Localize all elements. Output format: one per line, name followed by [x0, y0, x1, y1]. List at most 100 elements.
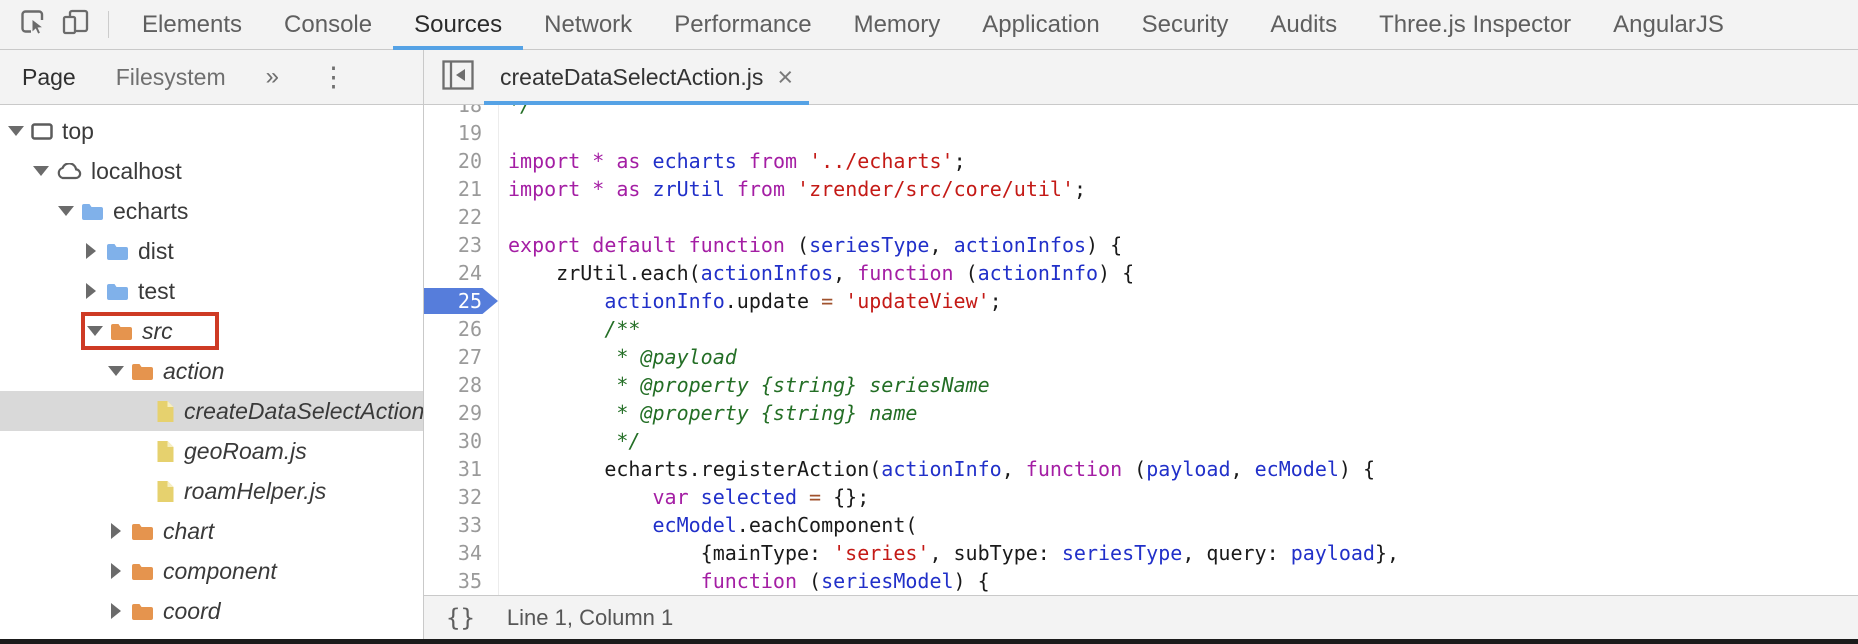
- line-number[interactable]: 29: [457, 401, 482, 425]
- tree-item-label: component: [163, 557, 277, 584]
- line-number[interactable]: 22: [457, 205, 482, 229]
- code-line-27: 27 * @payload: [424, 343, 1858, 371]
- tab-angularjs[interactable]: AngularJS: [1613, 10, 1724, 38]
- line-number[interactable]: 21: [457, 177, 482, 201]
- expander-open-icon[interactable]: [8, 126, 24, 136]
- line-number[interactable]: 31: [457, 457, 482, 481]
- tab-elements[interactable]: Elements: [142, 10, 243, 38]
- expander-closed-icon[interactable]: [111, 563, 121, 579]
- tab-three-js-inspector[interactable]: Three.js Inspector: [1379, 10, 1572, 38]
- tree-item-localhost[interactable]: localhost: [0, 151, 423, 191]
- tree-item-label: dist: [138, 237, 174, 264]
- frame-icon: [31, 122, 53, 140]
- code-text[interactable]: import * as zrUtil from 'zrender/src/cor…: [498, 175, 1858, 203]
- code-text[interactable]: */: [498, 427, 1858, 455]
- editor-tabstrip: createDataSelectAction.js ×: [424, 50, 1858, 105]
- close-tab-icon[interactable]: ×: [777, 61, 794, 92]
- code-text[interactable]: [498, 119, 1858, 147]
- code-text[interactable]: * @property {string} seriesName: [498, 371, 1858, 399]
- code-text[interactable]: function (seriesModel) {: [498, 567, 1858, 595]
- code-text[interactable]: zrUtil.each(actionInfos, function (actio…: [498, 259, 1858, 287]
- code-editor[interactable]: 18 */ 19 20 import * as echarts from '../ech…: [424, 105, 1858, 595]
- line-number[interactable]: 28: [457, 373, 482, 397]
- tree-item-component[interactable]: component: [0, 551, 423, 591]
- editor-tab-createdataselectaction[interactable]: createDataSelectAction.js ×: [484, 50, 810, 105]
- line-number[interactable]: 32: [457, 485, 482, 509]
- tree-item-label: localhost: [91, 157, 182, 184]
- line-number[interactable]: 18: [457, 105, 482, 117]
- editor-statusbar: {} Line 1, Column 1: [424, 595, 1858, 639]
- line-number[interactable]: 19: [457, 121, 482, 145]
- tab-network[interactable]: Network: [544, 10, 633, 38]
- code-text[interactable]: export default function (seriesType, act…: [498, 231, 1858, 259]
- tree-item-dist[interactable]: dist: [0, 231, 423, 271]
- code-line-18: 18 */: [424, 105, 1858, 119]
- folder-icon: [110, 322, 133, 341]
- tree-item-label: geoRoam.js: [184, 437, 307, 464]
- code-lines: 18 */ 19 20 import * as echarts from '../ech…: [424, 105, 1858, 595]
- tree-item-action[interactable]: action: [0, 351, 423, 391]
- expander-open-icon[interactable]: [58, 206, 74, 216]
- code-text[interactable]: actionInfo.update = 'updateView';: [498, 287, 1858, 315]
- code-text[interactable]: {mainType: 'series', subType: seriesType…: [498, 539, 1858, 567]
- line-number[interactable]: 33: [457, 513, 482, 537]
- tab-application[interactable]: Application: [982, 10, 1100, 38]
- tree-item-top[interactable]: top: [0, 111, 423, 151]
- tree-item-src[interactable]: src: [0, 311, 423, 351]
- expander-closed-icon[interactable]: [86, 243, 96, 259]
- tab-page[interactable]: Page: [22, 63, 76, 90]
- navigator-menu-icon[interactable]: ⋮: [320, 61, 347, 92]
- tab-console[interactable]: Console: [284, 10, 373, 38]
- tree-item-label: action: [163, 357, 225, 384]
- line-number[interactable]: 24: [457, 261, 482, 285]
- code-text[interactable]: echarts.registerAction(actionInfo, funct…: [498, 455, 1858, 483]
- code-text[interactable]: ecModel.eachComponent(: [498, 511, 1858, 539]
- line-number[interactable]: 20: [457, 149, 482, 173]
- tab-security[interactable]: Security: [1141, 10, 1229, 38]
- code-text[interactable]: [498, 203, 1858, 231]
- code-line-30: 30 */: [424, 427, 1858, 455]
- expander-closed-icon[interactable]: [111, 523, 121, 539]
- pretty-print-button[interactable]: {}: [446, 603, 475, 632]
- tree-item-coord[interactable]: coord: [0, 591, 423, 631]
- expander-closed-icon[interactable]: [86, 283, 96, 299]
- line-number[interactable]: 23: [457, 233, 482, 257]
- code-line-28: 28 * @property {string} seriesName: [424, 371, 1858, 399]
- tree-item-createdataselectaction-js[interactable]: createDataSelectAction.js: [0, 391, 423, 431]
- line-number[interactable]: 30: [457, 429, 482, 453]
- expander-open-icon[interactable]: [33, 166, 49, 176]
- line-number-breakpoint[interactable]: 25: [424, 287, 498, 315]
- tab-filesystem[interactable]: Filesystem: [115, 63, 226, 90]
- tree-item-echarts[interactable]: echarts: [0, 191, 423, 231]
- tree-item-georoam-js[interactable]: geoRoam.js: [0, 431, 423, 471]
- expander-open-icon[interactable]: [87, 326, 103, 336]
- device-toolbar-icon: [60, 8, 90, 41]
- code-text[interactable]: import * as echarts from '../echarts';: [498, 147, 1858, 175]
- code-text[interactable]: * @payload: [498, 343, 1858, 371]
- more-tabs-chevron[interactable]: »: [265, 63, 279, 90]
- line-number[interactable]: 35: [457, 569, 482, 593]
- inspect-element-button[interactable]: [12, 0, 54, 49]
- tab-sources[interactable]: Sources: [393, 0, 524, 50]
- line-number[interactable]: 34: [457, 541, 482, 565]
- code-line-25: 25 actionInfo.update = 'updateView';: [424, 287, 1858, 315]
- line-number[interactable]: 27: [457, 345, 482, 369]
- tree-item-label: coord: [163, 597, 221, 624]
- tree-item-test[interactable]: test: [0, 271, 423, 311]
- code-text[interactable]: * @property {string} name: [498, 399, 1858, 427]
- line-number[interactable]: 26: [457, 317, 482, 341]
- code-text[interactable]: /**: [498, 315, 1858, 343]
- tab-performance[interactable]: Performance: [674, 10, 812, 38]
- code-text[interactable]: var selected = {};: [498, 483, 1858, 511]
- expander-closed-icon[interactable]: [111, 603, 121, 619]
- hide-navigator-button[interactable]: [442, 59, 474, 92]
- inspect-cursor-icon: [19, 8, 47, 41]
- device-toolbar-button[interactable]: [54, 0, 96, 49]
- code-text[interactable]: */: [498, 105, 1858, 119]
- expander-open-icon[interactable]: [108, 366, 124, 376]
- tab-audits[interactable]: Audits: [1270, 10, 1338, 38]
- tree-item-roamhelper-js[interactable]: roamHelper.js: [0, 471, 423, 511]
- tab-memory[interactable]: Memory: [853, 10, 941, 38]
- tree-item-chart[interactable]: chart: [0, 511, 423, 551]
- cloud-icon: [56, 162, 82, 180]
